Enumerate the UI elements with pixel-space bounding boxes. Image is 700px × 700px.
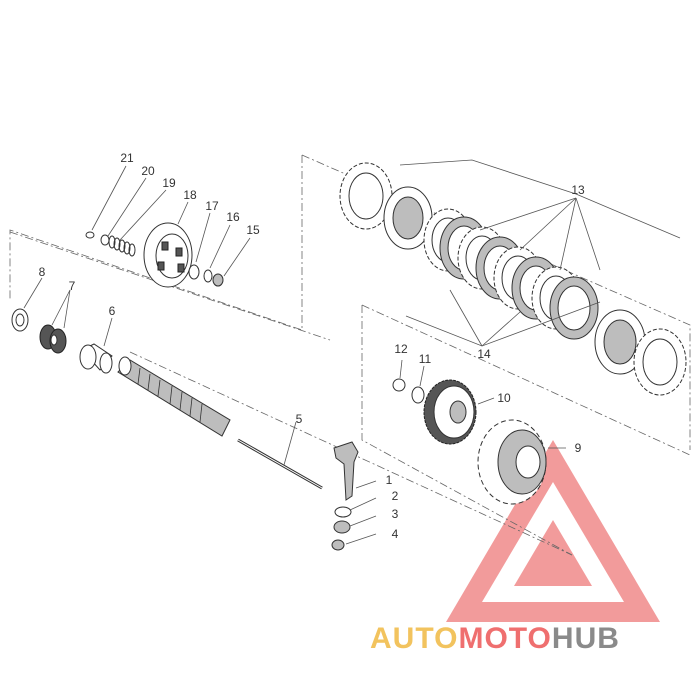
watermark-hub: HUB bbox=[552, 622, 620, 655]
release-lever bbox=[331, 441, 359, 551]
callout-labels: 1 2 3 4 5 6 7 8 9 10 11 12 13 14 15 16 1… bbox=[39, 151, 585, 541]
callout-7: 7 bbox=[69, 279, 76, 293]
callout-6: 6 bbox=[109, 304, 116, 318]
callout-2: 2 bbox=[392, 489, 399, 503]
callout-12: 12 bbox=[394, 342, 408, 356]
callout-19: 19 bbox=[162, 176, 176, 190]
callout-15: 15 bbox=[246, 223, 260, 237]
callout-5: 5 bbox=[296, 412, 303, 426]
callout-16: 16 bbox=[226, 210, 240, 224]
callout-18: 18 bbox=[183, 188, 197, 202]
watermark-triangle-core bbox=[514, 520, 592, 586]
clutch-plates bbox=[339, 162, 687, 396]
clutch-basket bbox=[477, 419, 547, 505]
callout-14: 14 bbox=[477, 347, 491, 361]
pressure-plate-assembly bbox=[85, 222, 224, 288]
watermark-wordmark: AUTOMOTOHUB bbox=[370, 622, 620, 655]
callout-10: 10 bbox=[497, 391, 511, 405]
needle-bearing bbox=[39, 324, 67, 354]
callout-8: 8 bbox=[39, 265, 46, 279]
callout-4: 4 bbox=[392, 527, 399, 541]
spring bbox=[108, 235, 136, 257]
washer bbox=[11, 308, 29, 332]
watermark-logo bbox=[446, 440, 660, 622]
bushing bbox=[79, 343, 113, 374]
callout-20: 20 bbox=[141, 164, 155, 178]
watermark-auto: AUTO bbox=[370, 622, 458, 655]
clutch-hub bbox=[392, 378, 477, 445]
push-rod bbox=[237, 438, 323, 490]
callout-11: 11 bbox=[419, 352, 432, 366]
callout-9: 9 bbox=[575, 441, 582, 455]
callout-1: 1 bbox=[386, 473, 393, 487]
callout-21: 21 bbox=[120, 151, 134, 165]
main-shaft bbox=[117, 356, 231, 437]
callout-3: 3 bbox=[392, 507, 399, 521]
watermark-moto: MOTO bbox=[458, 622, 551, 655]
svg-text:AUTOMOTOHUB: AUTOMOTOHUB bbox=[370, 622, 620, 655]
leader-lines bbox=[23, 159, 681, 545]
callout-17: 17 bbox=[205, 199, 219, 213]
callout-13: 13 bbox=[571, 183, 585, 197]
